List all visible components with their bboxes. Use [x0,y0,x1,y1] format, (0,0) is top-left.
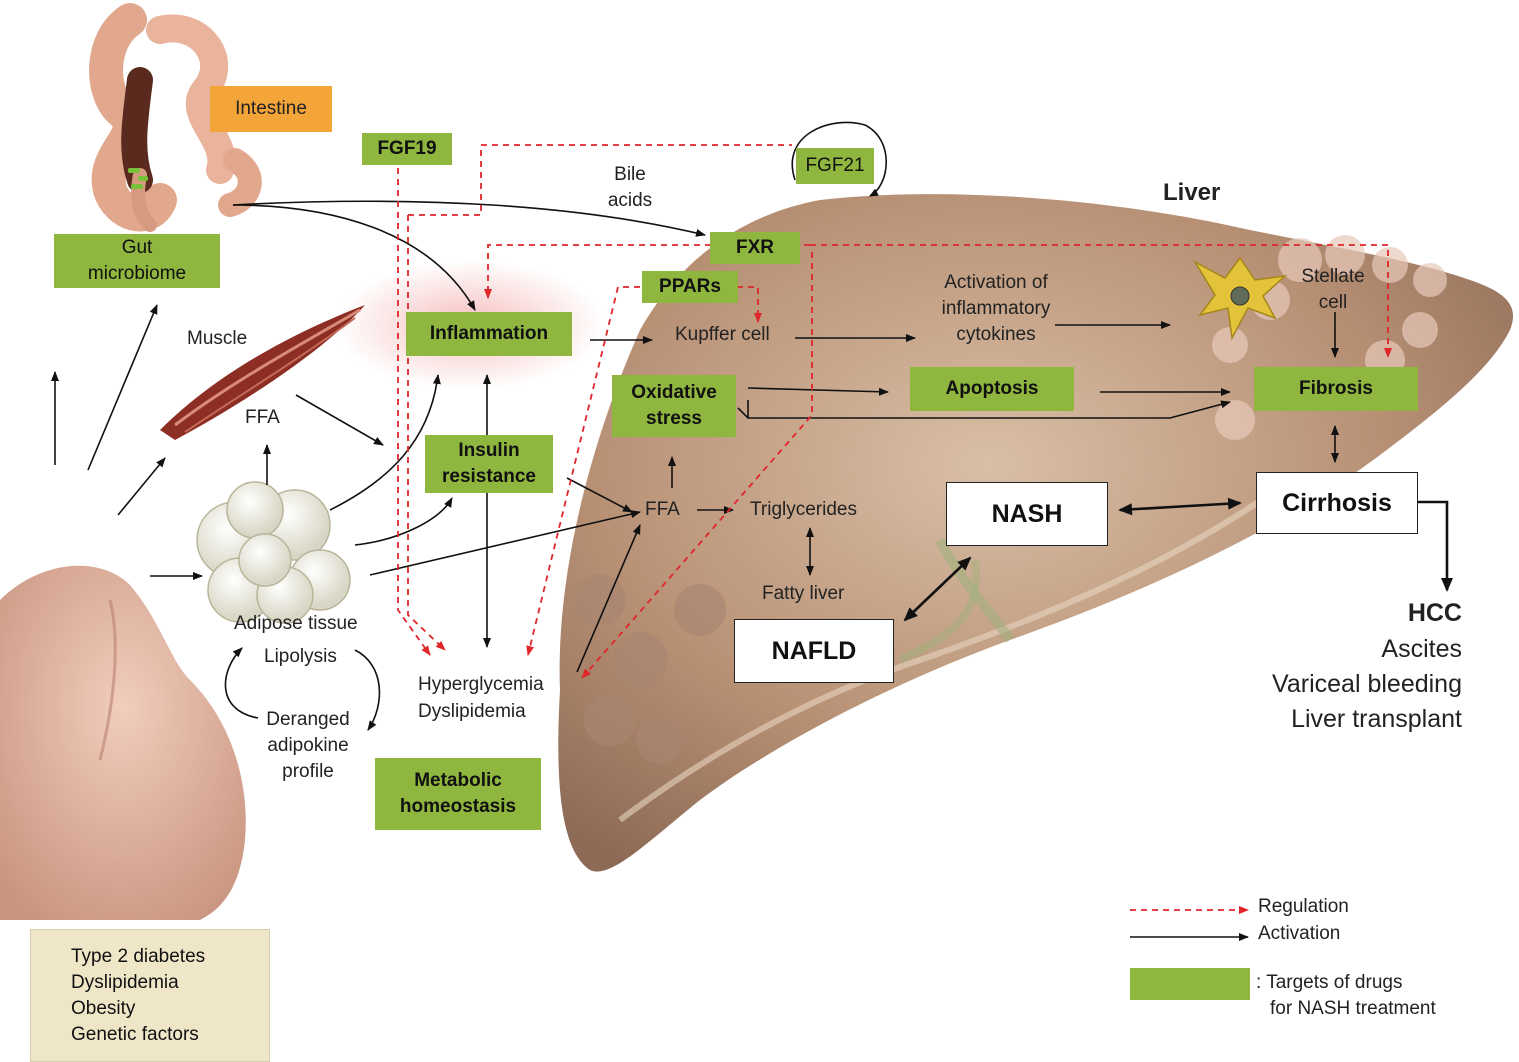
intestine-label: Intestine [210,86,332,132]
outcome-item: Variceal bleeding [1200,667,1462,702]
fatty-liver-label: Fatty liver [762,581,844,607]
dyslipidemia-label: Dyslipidemia [418,699,526,725]
nafld-nash-arrow [905,558,970,620]
ffa-muscle-label: FFA [245,405,280,431]
liver-title: Liver [1163,180,1220,206]
hyperglycemia-label: Hyperglycemia [418,672,544,698]
ffa-center-label: FFA [645,497,680,523]
deranged-adipokine-label: Deranged adipokine profile [248,707,368,785]
legend-targets-label: : Targets of drugs for NASH treatment [1256,970,1436,1022]
activation-arrow [577,525,640,672]
activation-arrow [370,512,640,575]
activation-arrow [88,305,157,470]
fgf19-box: FGF19 [362,133,452,165]
fibrosis-box: Fibrosis [1254,367,1418,411]
regulation-arrow [582,252,812,678]
activation-arrow [748,388,888,392]
regulation-arrow [737,287,758,322]
cirrhosis-box: Cirrhosis [1256,472,1418,534]
activation-arrow [233,205,475,310]
regulation-arrow [408,215,445,650]
triglycerides-label: Triglycerides [750,497,857,523]
muscle-label: Muscle [187,326,247,352]
outcome-item: Ascites [1200,632,1462,667]
outcomes-list: Ascites Variceal bleeding Liver transpla… [1200,632,1462,737]
activation-arrow [118,458,165,515]
activation-arrow [567,478,632,512]
risk-factor-item: Type 2 diabetes [71,944,269,970]
cirrhosis-hcc-arrow [1418,502,1447,590]
hcc-label: HCC [1340,597,1462,629]
activation-arrow [330,375,438,510]
apoptosis-box: Apoptosis [910,367,1074,411]
inflammation-box: Inflammation [406,312,572,356]
risk-factor-item: Genetic factors [71,1022,269,1048]
legend-regulation-label: Regulation [1258,894,1349,920]
legend-activation-label: Activation [1258,921,1340,947]
nash-box: NASH [946,482,1108,546]
adipose-tissue-label: Adipose tissue [234,611,358,637]
risk-factors-box: Type 2 diabetes Dyslipidemia Obesity Gen… [30,929,270,1062]
outcome-item: Liver transplant [1200,702,1462,737]
fgf21-box: FGF21 [796,148,874,184]
cytokines-label: Activation of inflammatory cytokines [920,270,1072,348]
legend-target-swatch [1130,968,1250,1000]
ppars-box: PPARs [642,271,738,303]
kupffer-cell-label: Kupffer cell [675,322,770,348]
fxr-box: FXR [710,232,800,264]
activation-arrow [355,498,452,545]
risk-factor-item: Obesity [71,996,269,1022]
nash-cirrhosis-arrow [1120,503,1240,510]
risk-factor-item: Dyslipidemia [71,970,269,996]
lipolysis-label: Lipolysis [264,644,337,670]
activation-arrow [296,395,383,445]
nafld-box: NAFLD [734,619,894,683]
